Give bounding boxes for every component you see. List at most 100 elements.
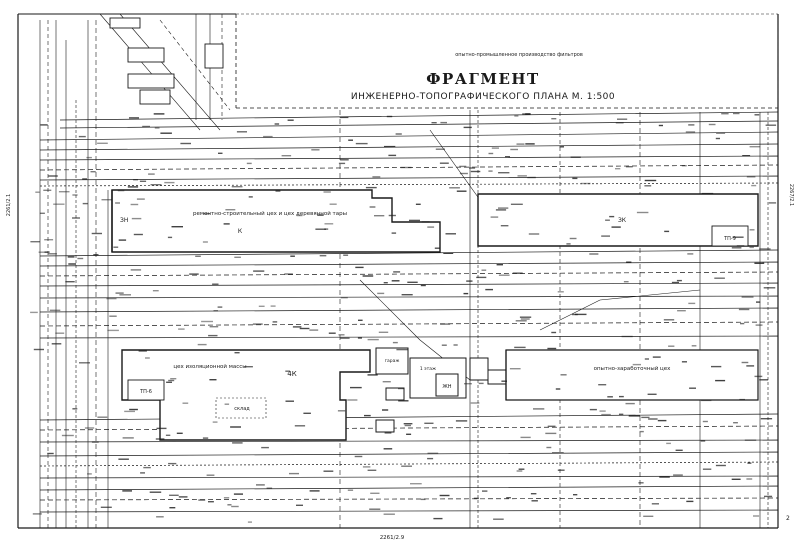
elevation-mark xyxy=(39,212,45,214)
label-garage: гараж xyxy=(385,359,400,364)
elevation-mark xyxy=(721,113,729,115)
elevation-mark xyxy=(90,171,96,173)
elevation-mark xyxy=(328,332,336,334)
elevation-mark xyxy=(675,449,683,451)
elevation-mark xyxy=(169,507,176,509)
elevation-mark xyxy=(156,516,164,518)
elevation-mark xyxy=(641,416,650,419)
elevation-mark xyxy=(386,115,393,118)
elevation-mark xyxy=(469,167,476,169)
elevation-mark xyxy=(84,427,95,429)
elevation-mark xyxy=(742,155,751,157)
elevation-mark xyxy=(648,418,658,420)
elevation-mark xyxy=(378,331,389,333)
elevation-mark xyxy=(473,497,479,500)
elevation-mark xyxy=(122,437,134,439)
elevation-mark xyxy=(528,233,540,235)
elevation-mark xyxy=(30,241,40,243)
elevation-mark xyxy=(625,402,635,405)
elevation-mark xyxy=(482,490,488,492)
elevation-mark xyxy=(348,139,353,141)
elevation-mark xyxy=(309,490,320,492)
elevation-mark xyxy=(91,441,99,443)
elevation-mark xyxy=(347,489,354,491)
elevation-mark xyxy=(739,398,745,401)
elevation-mark xyxy=(383,448,393,450)
vertical-lines xyxy=(39,14,769,528)
elevation-mark xyxy=(101,199,112,201)
elevation-mark xyxy=(150,184,162,186)
elevation-mark xyxy=(142,125,150,128)
elevation-mark xyxy=(490,216,499,218)
elevation-mark xyxy=(139,180,147,182)
elevation-mark xyxy=(754,262,765,264)
elevation-mark xyxy=(664,230,670,233)
elevation-mark xyxy=(384,145,396,148)
middle-buildings xyxy=(375,347,509,433)
elevation-mark xyxy=(168,379,175,382)
elevation-mark xyxy=(643,515,654,517)
elevation-mark xyxy=(599,410,606,412)
elevation-mark xyxy=(493,518,504,520)
elevation-mark xyxy=(647,393,657,395)
elevation-mark xyxy=(136,198,145,200)
elevation-mark xyxy=(232,442,243,444)
elevation-mark xyxy=(149,491,162,493)
elevation-mark xyxy=(224,403,230,405)
elevation-marks xyxy=(30,112,777,523)
elevation-mark xyxy=(296,214,303,217)
elevation-mark xyxy=(619,413,624,415)
elevation-mark xyxy=(209,379,217,381)
elevation-mark xyxy=(615,122,624,124)
elevation-mark xyxy=(395,133,402,135)
elevation-mark xyxy=(652,356,661,358)
elevation-mark xyxy=(148,173,155,175)
elevation-mark xyxy=(248,196,253,198)
elevation-mark xyxy=(270,305,276,307)
elevation-mark xyxy=(256,484,265,486)
elevation-mark xyxy=(470,170,481,173)
elevation-mark xyxy=(644,179,657,182)
elevation-mark xyxy=(623,281,629,283)
elevation-mark xyxy=(118,458,129,460)
elevation-mark xyxy=(72,217,80,219)
elevation-mark xyxy=(208,501,214,503)
elevation-mark xyxy=(427,452,439,454)
elevation-mark xyxy=(403,423,413,425)
elevation-mark xyxy=(129,408,138,411)
elevation-mark xyxy=(367,338,379,341)
elevation-mark xyxy=(621,335,633,338)
elevation-mark xyxy=(133,233,143,236)
elevation-mark xyxy=(79,362,90,364)
elevation-mark xyxy=(638,482,644,484)
elevation-mark xyxy=(644,185,652,187)
elevation-mark xyxy=(519,316,532,318)
elevation-mark xyxy=(343,254,349,256)
elevation-mark xyxy=(231,186,243,188)
elevation-mark xyxy=(768,202,777,204)
elevation-mark xyxy=(760,418,773,420)
elevation-mark xyxy=(559,146,564,148)
elevation-mark xyxy=(657,419,667,422)
elevation-mark xyxy=(87,473,92,475)
elevation-mark xyxy=(398,400,409,402)
elevation-mark xyxy=(749,146,761,148)
elevation-mark xyxy=(598,384,607,386)
elevation-mark xyxy=(32,513,42,515)
elevation-mark xyxy=(294,425,306,427)
elevation-mark xyxy=(396,348,409,351)
elevation-mark xyxy=(35,191,40,193)
elevation-mark xyxy=(495,209,507,211)
elevation-mark xyxy=(520,436,531,439)
label-workshop: опытно-заработочный цех xyxy=(594,365,672,372)
elevation-mark xyxy=(290,255,295,257)
elevation-mark xyxy=(572,177,578,180)
elevation-mark xyxy=(686,500,694,503)
elevation-mark xyxy=(287,119,294,121)
elevation-mark xyxy=(323,191,331,193)
elevation-mark xyxy=(505,156,510,158)
elevation-mark xyxy=(285,370,290,372)
elevation-mark xyxy=(127,186,139,188)
elevation-mark xyxy=(488,170,493,172)
elevation-mark xyxy=(43,189,52,191)
